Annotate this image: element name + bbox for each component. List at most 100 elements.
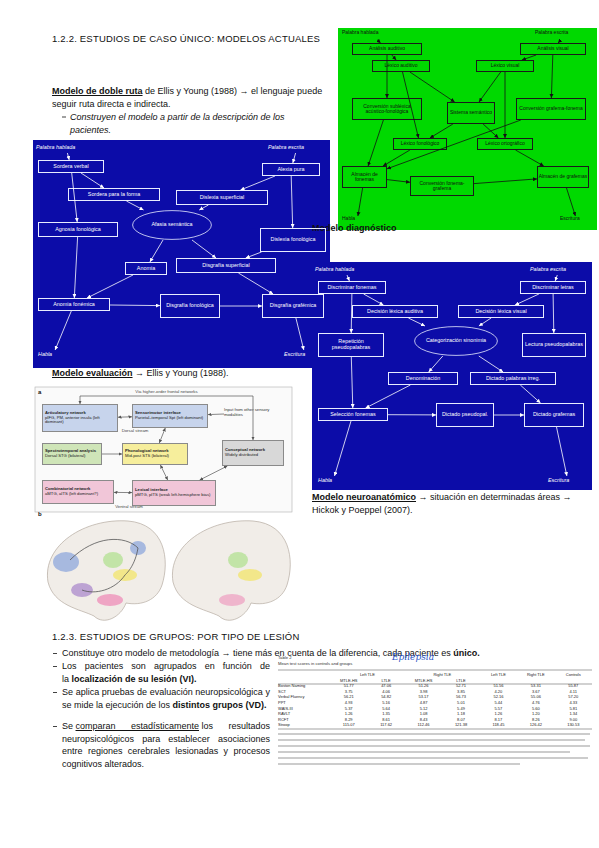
node-text: Léxico auditivo xyxy=(384,63,417,68)
process-box: Dictado pseudopal. xyxy=(436,403,494,427)
connector-arrow xyxy=(479,72,501,102)
node-text: Alexia pura xyxy=(278,167,305,173)
terminal-label: Palabra hablada xyxy=(315,265,375,275)
blue-panel xyxy=(33,140,330,368)
process-box: Almacén de grafemas xyxy=(537,166,589,188)
connector-arrow xyxy=(567,188,576,216)
table-cell: 126.42 xyxy=(517,722,554,728)
connector-arrow xyxy=(557,427,567,476)
connector-arrow xyxy=(551,55,552,98)
node-text: Palabra hablada xyxy=(315,267,354,273)
connector-arrow xyxy=(366,385,411,408)
paragraph: Se aplica pruebas de evaluación neuropsi… xyxy=(62,686,270,711)
process-box: Léxico fonológico xyxy=(393,138,447,150)
network-box: Phonological networkMid-post STS (bilate… xyxy=(122,443,188,465)
table-cell: 8.17 xyxy=(480,717,517,723)
section-heading: 1.2.2. ESTUDIOS DE CASO ÚNICO: MODELOS A… xyxy=(52,33,320,44)
node-text: Selección fonemas xyxy=(330,412,376,418)
node-text: Decisión léxica visual xyxy=(475,309,526,315)
table-cell: 8.07 xyxy=(442,717,479,723)
process-ellipse: Categorización sinonimia xyxy=(414,326,498,356)
node-text: Léxico ortográfico xyxy=(485,141,524,146)
process-box: Dislexia fonológica xyxy=(260,228,326,252)
connector-arrow xyxy=(494,415,524,416)
connector-arrow xyxy=(479,356,503,372)
node-text: Dislexia fonológica xyxy=(271,237,316,243)
connector-arrow xyxy=(505,72,506,138)
node-text: Conversión fonema-grafema xyxy=(411,181,473,192)
process-box: Conversión grafema-fonema xyxy=(516,98,586,120)
table-cell: 117.62 xyxy=(367,722,404,728)
table-cell: PPT xyxy=(278,700,330,706)
table-cell: 5.12 xyxy=(405,706,442,712)
table-cell: 53.17 xyxy=(405,694,442,700)
process-box: Disgrafía superficial xyxy=(176,258,276,273)
node-text: Palabra escrita xyxy=(530,267,566,273)
table-cell: Controls xyxy=(555,672,592,678)
process-box: Conversión subléxica acústico-fonológica xyxy=(352,98,422,120)
connector-arrow xyxy=(387,180,410,183)
connector-arrow xyxy=(67,153,69,160)
body-text: Construyen el modelo a partir de la desc… xyxy=(70,112,285,135)
terminal-label: Habla xyxy=(318,476,348,486)
node-text: Dictado grafemas xyxy=(533,412,575,418)
table-cell: 4.76 xyxy=(517,700,554,706)
node-text: Categorización sinonimia xyxy=(426,338,486,344)
node-text: Widely distributed xyxy=(225,453,258,458)
process-ellipse: Afasia semántica xyxy=(132,210,212,240)
node-text: pIFG, PM, anterior insula (left dominant… xyxy=(45,416,115,425)
table-cell: 1.26 xyxy=(330,711,367,717)
process-box: Disgrafía grafémica xyxy=(262,294,324,318)
table-cell: 5.81 xyxy=(555,706,592,712)
node-text: Sordera verbal xyxy=(53,164,88,170)
terminal-label: Habla xyxy=(38,350,68,360)
edge-label: Ventral stream xyxy=(115,504,143,509)
text-label: Epilepsia xyxy=(392,652,434,662)
connector-arrow xyxy=(553,294,555,333)
network-box: Articulatory networkpIFG, PM, anterior i… xyxy=(42,404,118,432)
input-label: Input from other sensory modalities xyxy=(224,404,280,422)
body-text: localización de su lesión (VI). xyxy=(72,674,197,684)
table-cell: RCFT xyxy=(278,717,330,723)
paragraph: Modelo neuroanatómico→ situación en dete… xyxy=(312,491,592,516)
table-cell: Right TLE xyxy=(405,672,480,678)
table-cell: Left TLE xyxy=(330,672,405,678)
connector-arrow xyxy=(429,356,443,372)
connector-arrow xyxy=(126,201,143,210)
table-cell: Right TLE xyxy=(517,672,554,678)
network-box: Combinatorial networkaMTG, aITS (left do… xyxy=(42,480,114,504)
connector-arrow xyxy=(55,311,71,350)
node-text: Dictado palabras irreg. xyxy=(486,376,540,382)
edge-label: Dorsal stream xyxy=(122,428,149,433)
connector-arrow xyxy=(483,124,498,138)
connector-arrow xyxy=(520,385,540,403)
node-text: Sordera para la forma xyxy=(88,192,140,198)
connector-arrow xyxy=(335,421,352,476)
body-text: Modelo de doble ruta xyxy=(52,86,143,96)
process-box: Discriminar fonemas xyxy=(318,281,386,294)
node-text: Palabra hablada xyxy=(342,30,378,35)
connector-arrow xyxy=(159,428,165,443)
connector-arrow xyxy=(296,318,304,350)
table-cell: 56.21 xyxy=(330,694,367,700)
table-cell: 130.53 xyxy=(555,722,592,728)
table-cell: 5.37 xyxy=(330,706,367,712)
network-box: Lexical interfacepMTG, pITS (weak left-h… xyxy=(132,480,216,506)
process-box: Denominación xyxy=(388,372,458,385)
table-cell: 1.20 xyxy=(517,711,554,717)
node-text: Disgrafía fonológica xyxy=(166,303,214,309)
connector-arrow xyxy=(81,173,104,188)
body-text: Modelo evaluación xyxy=(52,368,133,378)
text-label: Mean test scores in controls and groups xyxy=(278,661,352,666)
table-cell: 5.60 xyxy=(517,706,554,712)
node-text: Agnosia fonológica xyxy=(55,227,101,233)
node-text: Sistema semántico xyxy=(450,110,492,115)
table-cell: 55.87 xyxy=(555,683,592,689)
table-cell: 4.93 xyxy=(330,700,367,706)
table-cell: 3.67 xyxy=(517,689,554,695)
connector-arrow xyxy=(160,465,167,480)
table-cell: 8.61 xyxy=(367,717,404,723)
connector-arrow xyxy=(150,240,163,262)
node-text: Discriminar fonemas xyxy=(327,285,376,291)
